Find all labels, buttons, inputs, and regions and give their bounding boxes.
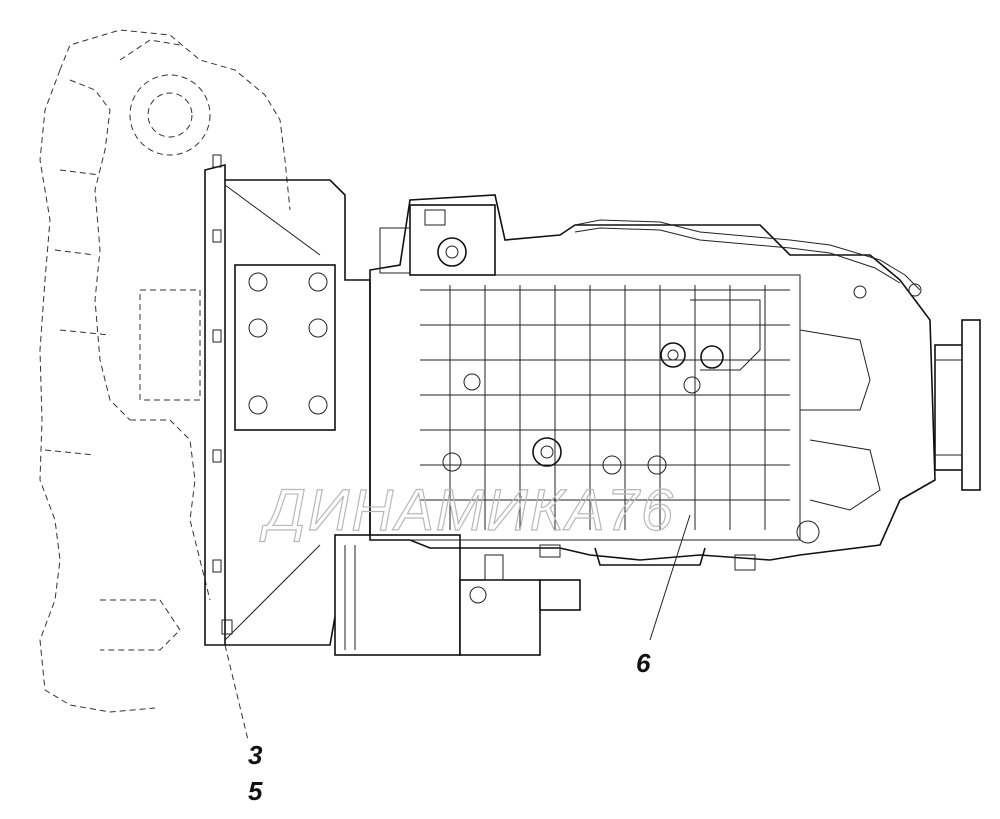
leader-line-6 (649, 514, 691, 641)
engine-outline-dashed (39, 29, 291, 713)
watermark: ДИНАМИКА76 (259, 478, 675, 543)
callout-3: 3 (248, 740, 263, 770)
actuator-cylinder (334, 534, 581, 656)
gearbox-body (369, 194, 936, 571)
clutch-housing (204, 154, 371, 646)
output-flange (934, 319, 981, 491)
callout-5: 5 (248, 776, 263, 806)
leader-line-3-5 (224, 644, 249, 741)
callout-6: 6 (636, 648, 651, 678)
